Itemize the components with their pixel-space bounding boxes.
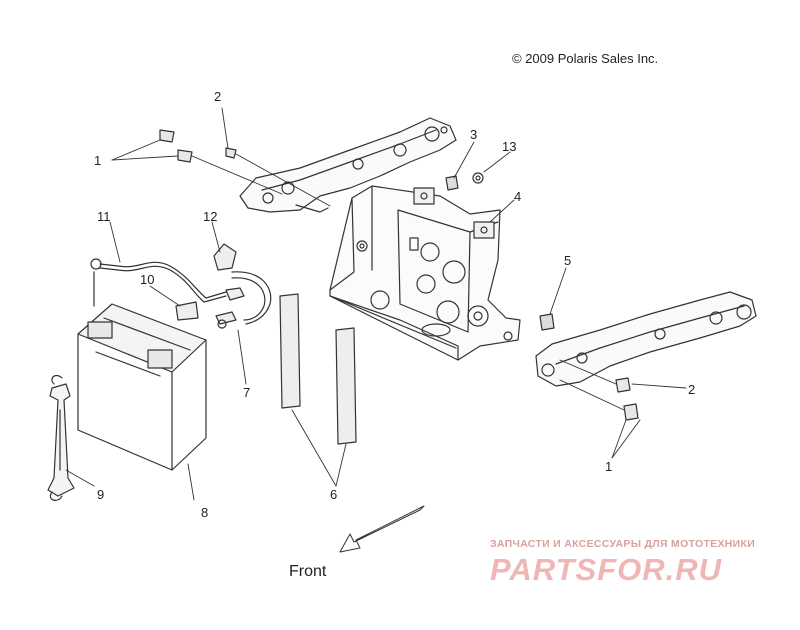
callout-8: 8 bbox=[201, 505, 209, 520]
terminal-cap bbox=[213, 243, 237, 271]
callout-12: 12 bbox=[203, 209, 218, 224]
watermark-tagline: ЗАПЧАСТИ И АКСЕССУАРЫ ДЛЯ МОТОТЕХНИКИ bbox=[490, 538, 756, 550]
fasteners-right bbox=[559, 359, 639, 421]
left-frame-bracket bbox=[239, 117, 457, 213]
battery-pad-right bbox=[335, 327, 357, 445]
callout-10: 10 bbox=[140, 272, 155, 287]
positive-cable bbox=[175, 271, 272, 329]
callout-11: 11 bbox=[97, 209, 111, 224]
front-label: Front bbox=[289, 563, 327, 580]
nut-13 bbox=[472, 172, 484, 184]
callout-2-top: 2 bbox=[214, 89, 222, 104]
front-direction-arrow bbox=[339, 505, 425, 553]
battery-strap bbox=[47, 374, 75, 501]
battery-box bbox=[329, 185, 521, 361]
clip-3 bbox=[445, 175, 459, 191]
watermark-logo: PARTSFOR.RU bbox=[490, 552, 723, 587]
clip-5 bbox=[539, 313, 555, 331]
right-frame-bracket bbox=[535, 291, 757, 387]
callout-7: 7 bbox=[243, 385, 251, 400]
callout-3: 3 bbox=[470, 127, 478, 142]
negative-cable bbox=[90, 258, 227, 307]
battery-pad-left bbox=[279, 293, 301, 409]
callout-13: 13 bbox=[502, 139, 517, 154]
callout-1-right: 1 bbox=[605, 459, 613, 474]
callout-5: 5 bbox=[564, 253, 572, 268]
callout-1-left: 1 bbox=[94, 153, 102, 168]
leader-lines bbox=[65, 107, 687, 501]
callout-4: 4 bbox=[514, 189, 522, 204]
fasteners-top-left bbox=[159, 129, 331, 207]
callout-2-right: 2 bbox=[688, 382, 696, 397]
copyright-notice: © 2009 Polaris Sales Inc. bbox=[512, 51, 659, 66]
battery bbox=[77, 303, 207, 471]
callout-6: 6 bbox=[330, 487, 338, 502]
callout-9: 9 bbox=[97, 487, 105, 502]
